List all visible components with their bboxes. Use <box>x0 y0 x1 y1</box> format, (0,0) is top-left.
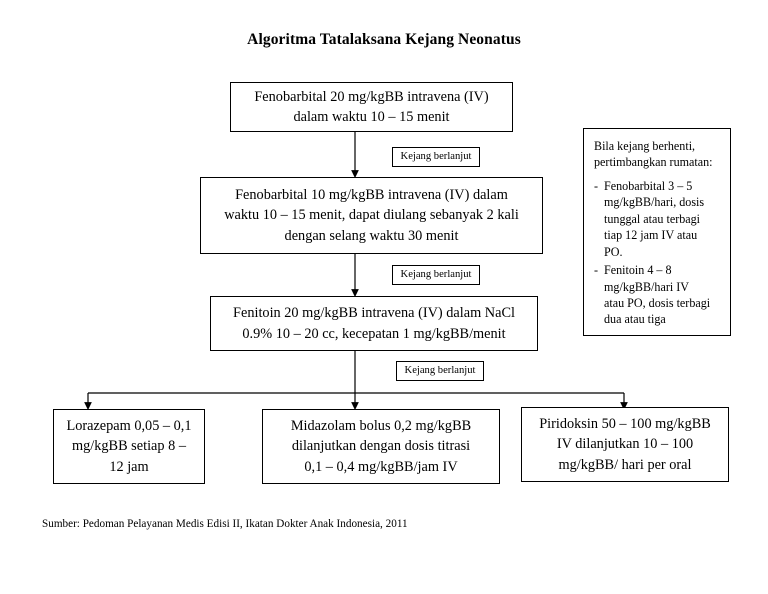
node-line: 12 jam <box>109 458 149 475</box>
node-line: 0,1 – 0,4 mg/kgBB/jam IV <box>304 458 458 475</box>
note-heading-line: Bila kejang berhenti, <box>594 139 696 153</box>
piridoksin-box[interactable]: Piridoksin 50 – 100 mg/kgBB IV dilanjutk… <box>521 407 729 482</box>
node-line: Midazolam bolus 0,2 mg/kgBB <box>290 418 472 435</box>
note-item: - Fenobarbital 3 – 5 mg/kgBB/hari, dosis… <box>594 178 721 260</box>
note-item-line: mg/kgBB/hari, dosis <box>604 195 705 210</box>
node-line: dilanjutkan dengan dosis titrasi <box>291 438 471 455</box>
note-item: - Fenitoin 4 – 8 mg/kgBB/hari IV atau PO… <box>594 262 721 328</box>
edge-label-text: Kejang berlanjut <box>404 365 476 377</box>
note-heading-line: pertimbangkan rumatan: <box>594 155 713 170</box>
node-line: waktu 10 – 15 menit, dapat diulang seban… <box>224 207 519 224</box>
bullet-dash: - <box>594 178 599 193</box>
lorazepam-box[interactable]: Lorazepam 0,05 – 0,1 mg/kgBB setiap 8 – … <box>53 409 205 484</box>
node-line: dalam waktu 10 – 15 menit <box>293 109 450 125</box>
node-line: Fenobarbital 20 mg/kgBB intravena (IV) <box>254 88 489 105</box>
rumatan-note-panel: Bila kejang berhenti, pertimbangkan ruma… <box>583 128 731 336</box>
node-line: dengan selang waktu 30 menit <box>284 227 459 244</box>
fenobarbital-20-box[interactable]: Fenobarbital 20 mg/kgBB intravena (IV) d… <box>230 82 513 132</box>
note-item-line: PO. <box>604 244 623 259</box>
midazolam-box[interactable]: Midazolam bolus 0,2 mg/kgBB dilanjutkan … <box>262 409 500 484</box>
note-item-line: atau PO, dosis terbagi <box>604 295 711 310</box>
edge-label-kejang-berlanjut-2: Kejang berlanjut <box>392 265 480 285</box>
note-item-line: dua atau tiga <box>604 312 666 327</box>
fenitoin-20-box[interactable]: Fenitoin 20 mg/kgBB intravena (IV) dalam… <box>210 296 538 351</box>
source-caption: Sumber: Pedoman Pelayanan Medis Edisi II… <box>42 518 408 530</box>
node-line: Fenitoin 20 mg/kgBB intravena (IV) dalam… <box>233 305 515 322</box>
edge-label-text: Kejang berlanjut <box>400 269 472 281</box>
node-line: 0.9% 10 – 20 cc, kecepatan 1 mg/kgBB/men… <box>242 325 506 342</box>
note-item-line: Fenobarbital 3 – 5 <box>604 178 693 193</box>
fenobarbital-10-box[interactable]: Fenobarbital 10 mg/kgBB intravena (IV) d… <box>200 177 543 254</box>
note-item-list: - Fenobarbital 3 – 5 mg/kgBB/hari, dosis… <box>594 178 721 328</box>
node-line: mg/kgBB setiap 8 – <box>72 438 186 455</box>
node-line: mg/kgBB/ hari per oral <box>558 456 692 473</box>
note-item-line: mg/kgBB/hari IV <box>604 279 689 294</box>
bullet-dash: - <box>594 263 599 278</box>
note-heading: Bila kejang berhenti, pertimbangkan ruma… <box>594 138 721 171</box>
note-item-line: tiap 12 jam IV atau <box>604 228 698 243</box>
node-line: Lorazepam 0,05 – 0,1 <box>66 418 192 435</box>
node-line: Fenobarbital 10 mg/kgBB intravena (IV) d… <box>235 187 508 204</box>
edge-label-kejang-berlanjut-1: Kejang berlanjut <box>392 147 480 167</box>
node-line: IV dilanjutkan 10 – 100 <box>556 436 694 453</box>
note-item-line: Fenitoin 4 – 8 <box>604 263 672 278</box>
note-item-line: tunggal atau terbagi <box>604 211 701 226</box>
edge-label-text: Kejang berlanjut <box>400 151 472 163</box>
page-title: Algoritma Tatalaksana Kejang Neonatus <box>247 31 521 48</box>
node-line: Piridoksin 50 – 100 mg/kgBB <box>539 416 711 433</box>
edge-label-kejang-berlanjut-3: Kejang berlanjut <box>396 361 484 381</box>
